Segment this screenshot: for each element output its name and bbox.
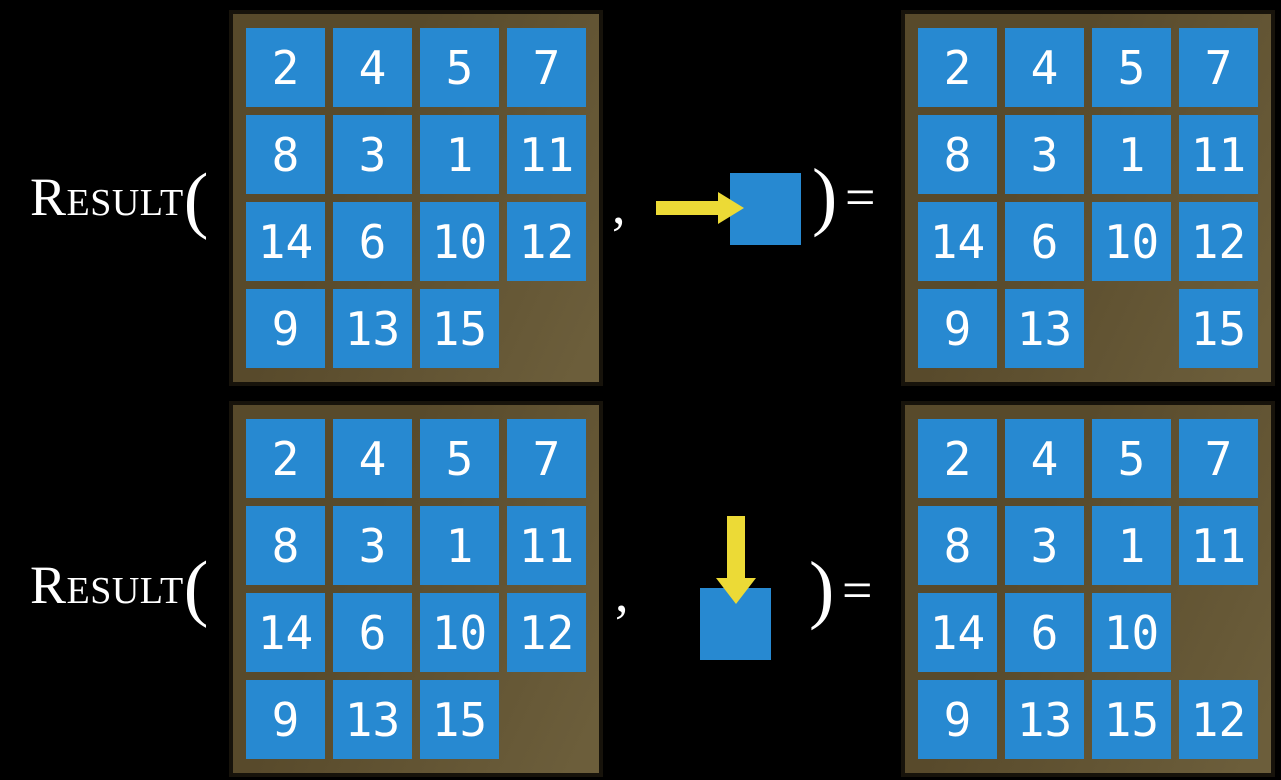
arrow-head	[716, 578, 756, 604]
puzzle-tile: 1	[420, 506, 499, 585]
puzzle-tile: 5	[1092, 419, 1171, 498]
function-name: Result	[30, 167, 184, 227]
puzzle-tile: 2	[246, 419, 325, 498]
puzzle-tile: 8	[246, 115, 325, 194]
puzzle-tile: 5	[420, 419, 499, 498]
down-arrow-icon	[716, 516, 756, 604]
puzzle-tile: 6	[1005, 202, 1084, 281]
puzzle-tile: 2	[918, 28, 997, 107]
puzzle-tile: 15	[420, 680, 499, 759]
puzzle-tile: 10	[1092, 202, 1171, 281]
puzzle-tile: 3	[333, 506, 412, 585]
arrow-shaft	[727, 516, 745, 578]
puzzle-tile: 12	[507, 593, 586, 672]
puzzle-tile: 12	[1179, 202, 1258, 281]
puzzle-tile: 15	[1092, 680, 1171, 759]
blank-cell	[1179, 593, 1258, 672]
puzzle-tile: 10	[420, 202, 499, 281]
puzzle-tile: 15	[420, 289, 499, 368]
puzzle-tile: 11	[1179, 506, 1258, 585]
open-paren: (	[183, 159, 209, 241]
close-paren-2: )	[809, 547, 835, 631]
puzzle-tile: 13	[333, 680, 412, 759]
puzzle-tile: 14	[246, 202, 325, 281]
puzzle-tile: 3	[1005, 115, 1084, 194]
puzzle-tile: 11	[1179, 115, 1258, 194]
puzzle-tile: 15	[1179, 289, 1258, 368]
puzzle-tile: 14	[246, 593, 325, 672]
puzzle-tile: 7	[1179, 419, 1258, 498]
puzzle-tile: 7	[507, 28, 586, 107]
puzzle-tile: 14	[918, 202, 997, 281]
puzzle-tile: 10	[420, 593, 499, 672]
blank-cell	[507, 289, 586, 368]
puzzle-tile: 12	[507, 202, 586, 281]
open-paren: (	[183, 547, 209, 629]
puzzle-tile: 12	[1179, 680, 1258, 759]
right-arrow-icon	[656, 192, 744, 224]
puzzle-tile: 1	[420, 115, 499, 194]
puzzle-tile: 9	[918, 289, 997, 368]
puzzle-tile: 8	[246, 506, 325, 585]
puzzle-tile: 14	[918, 593, 997, 672]
arrow-head	[718, 192, 744, 224]
puzzle-tile: 7	[507, 419, 586, 498]
puzzle-tile: 13	[1005, 680, 1084, 759]
blank-cell	[507, 680, 586, 759]
puzzle-tile: 6	[1005, 593, 1084, 672]
puzzle-tile: 6	[333, 593, 412, 672]
close-paren-1: )	[812, 154, 838, 238]
puzzle-tile: 5	[1092, 28, 1171, 107]
puzzle-tile: 2	[246, 28, 325, 107]
puzzle-tile: 9	[918, 680, 997, 759]
blank-cell	[1092, 289, 1171, 368]
puzzle-tile: 1	[1092, 115, 1171, 194]
puzzle-tile: 13	[333, 289, 412, 368]
puzzle-tile: 4	[333, 419, 412, 498]
puzzle-tile: 4	[333, 28, 412, 107]
puzzle-tile: 11	[507, 506, 586, 585]
argument-comma-2: ,	[615, 563, 629, 623]
equals-sign-2: =	[842, 560, 873, 620]
puzzle-tile: 9	[246, 680, 325, 759]
puzzle-tile: 9	[246, 289, 325, 368]
puzzle-tile: 8	[918, 506, 997, 585]
arrow-shaft	[656, 201, 718, 215]
puzzle-tile: 1	[1092, 506, 1171, 585]
puzzle-tile: 11	[507, 115, 586, 194]
result-function-label-2: Result(	[30, 551, 209, 625]
puzzle-tile: 4	[1005, 419, 1084, 498]
puzzle-tile: 8	[918, 115, 997, 194]
result-function-label-1: Result(	[30, 163, 209, 237]
function-name: Result	[30, 555, 184, 615]
puzzle-tile: 3	[1005, 506, 1084, 585]
puzzle-tile: 5	[420, 28, 499, 107]
puzzle-tile: 3	[333, 115, 412, 194]
argument-comma-1: ,	[612, 175, 626, 235]
puzzle-tile: 13	[1005, 289, 1084, 368]
puzzle-tile: 2	[918, 419, 997, 498]
equals-sign-1: =	[845, 167, 876, 227]
puzzle-tile: 7	[1179, 28, 1258, 107]
puzzle-tile: 6	[333, 202, 412, 281]
puzzle-tile: 4	[1005, 28, 1084, 107]
puzzle-tile: 10	[1092, 593, 1171, 672]
